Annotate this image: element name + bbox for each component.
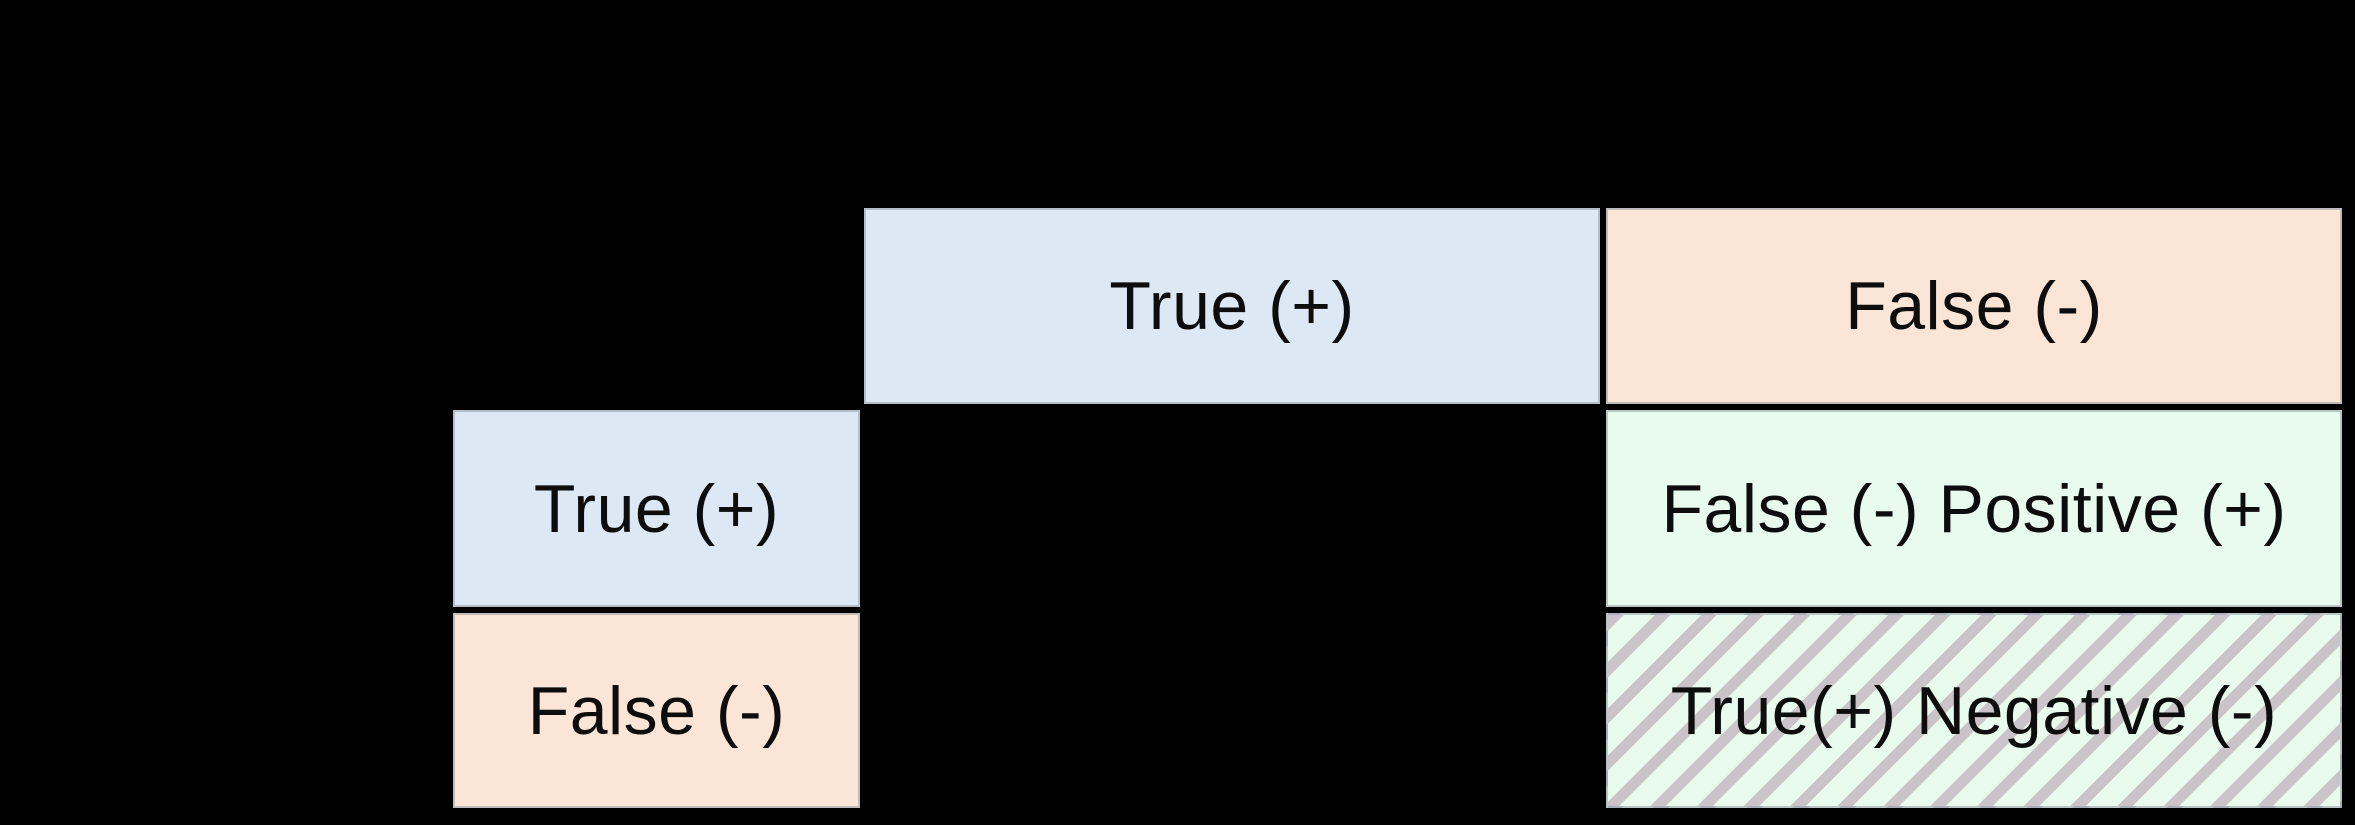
row-header-false-negative: False (-) (453, 613, 860, 808)
column-header-true-positive-label: True (+) (1109, 268, 1355, 344)
column-header-true-positive: True (+) (864, 208, 1600, 404)
row-header-false-negative-label: False (-) (527, 672, 786, 749)
cell-true-positive-negative-hatched: True(+) Negative (-) (1606, 613, 2342, 808)
column-header-false-negative-label: False (-) (1845, 268, 2103, 344)
cell-false-negative-positive-label: False (-) Positive (+) (1661, 470, 2287, 547)
cell-false-negative-positive: False (-) Positive (+) (1606, 410, 2342, 607)
cell-row2-middle-blank (864, 613, 1600, 808)
cell-true-positive-negative-label: True(+) Negative (-) (1670, 672, 2278, 749)
cell-row1-middle-blank (864, 410, 1600, 607)
column-header-false-negative: False (-) (1606, 208, 2342, 404)
row-header-true-positive-label: True (+) (533, 470, 780, 547)
row-header-true-positive: True (+) (453, 410, 860, 607)
